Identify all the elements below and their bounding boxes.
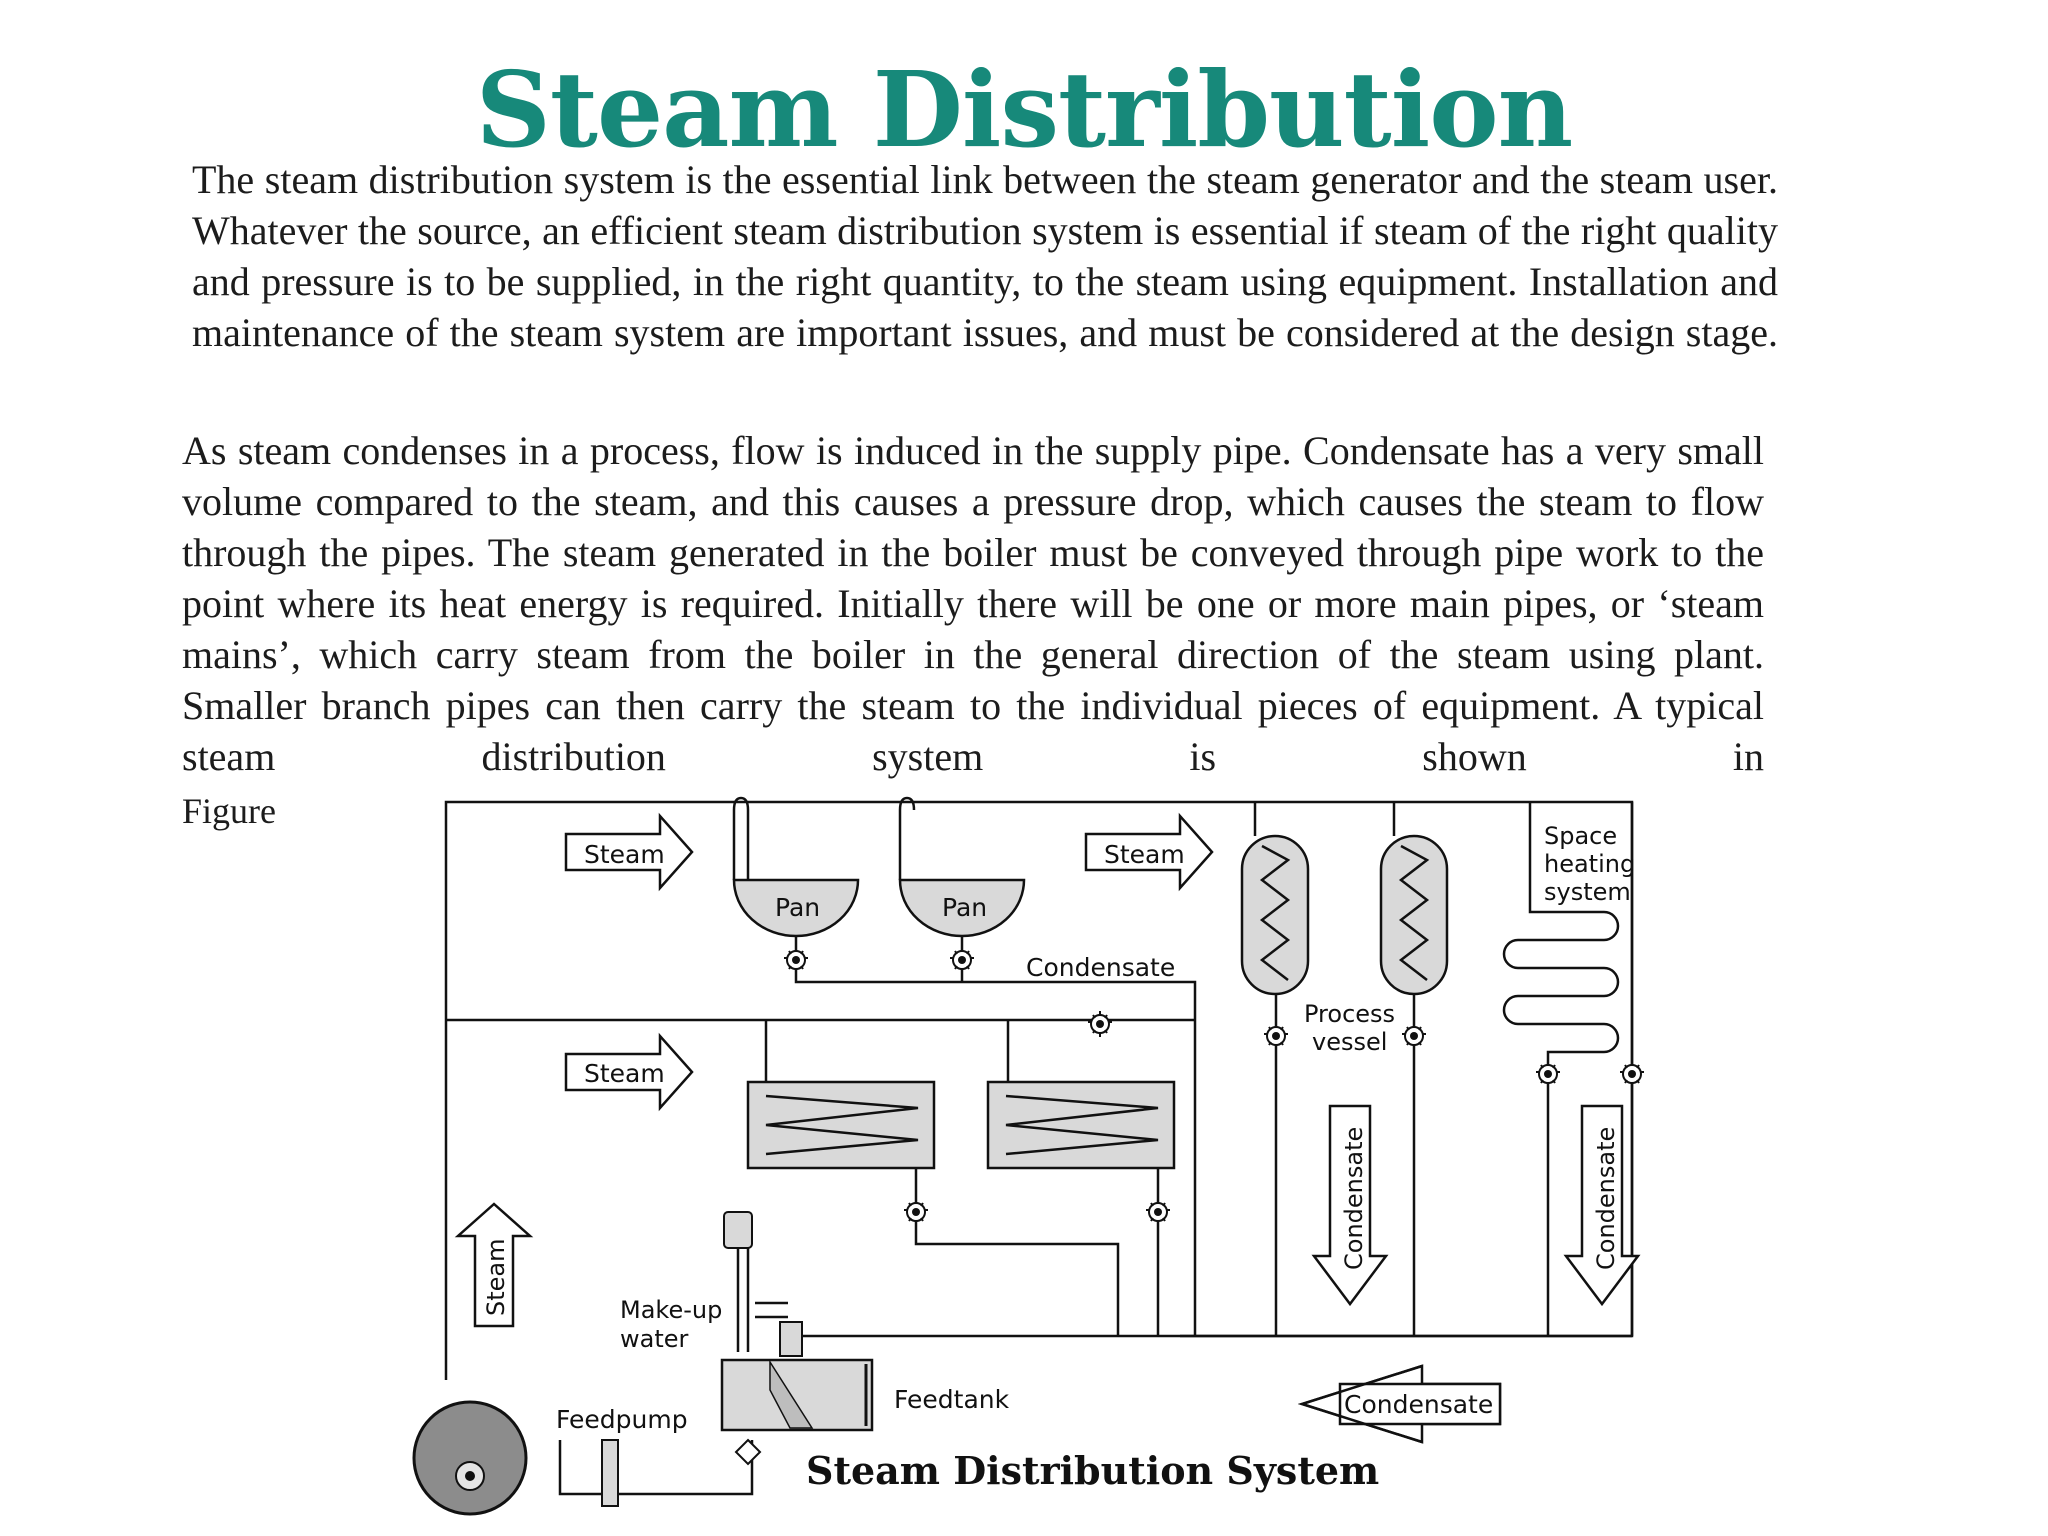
condensate-arrow-down-1 (1311, 1104, 1389, 1307)
space-heating-label-1: Space (1544, 822, 1617, 850)
space-heating-coil (1502, 802, 1620, 1336)
condensate-arrow-down-2 (1563, 1104, 1641, 1307)
figure-reference: Figure (182, 791, 276, 831)
process-vessel-label-2: vessel (1312, 1028, 1387, 1056)
condensate-label-return: Condensate (1344, 1390, 1493, 1419)
steam-label-1: Steam (584, 840, 665, 869)
steam-label-3: Steam (584, 1059, 665, 1088)
steam-label-2: Steam (1104, 840, 1185, 869)
feedtank-label: Feedtank (894, 1385, 1010, 1414)
feedpump (601, 1439, 619, 1507)
steam-arrow-3 (564, 1032, 694, 1112)
space-heating-label-2: heating (1544, 850, 1635, 878)
pan-label-2: Pan (942, 893, 987, 922)
pan-1-body (732, 878, 860, 938)
makeup-water-label-2: water (620, 1325, 689, 1353)
steam-label-vertical: Steam (482, 1239, 510, 1317)
page-title: Steam Distribution (475, 48, 1573, 171)
body-paragraph: As steam condenses in a process, flow is… (182, 428, 1764, 779)
feedpump-label: Feedpump (556, 1405, 688, 1434)
boiler (412, 1400, 528, 1516)
condensate-label-top: Condensate (1026, 953, 1175, 982)
figure-caption: Steam Distribution System (806, 1448, 1380, 1493)
space-heating-label-3: system (1544, 878, 1631, 906)
intro-paragraph: The steam distribution system is the ess… (192, 157, 1778, 355)
makeup-water-label-1: Make-up (620, 1296, 722, 1324)
process-vessel-label-1: Process (1304, 1000, 1395, 1028)
steam-arrow-2 (1084, 812, 1214, 892)
condensate-label-vertical-1: Condensate (1340, 1127, 1368, 1270)
steam-arrow-up (454, 1202, 534, 1328)
steam-arrow-1 (564, 812, 694, 892)
pan-label-1: Pan (775, 893, 820, 922)
pan-2-body (898, 878, 1026, 938)
condensate-label-vertical-2: Condensate (1592, 1127, 1620, 1270)
